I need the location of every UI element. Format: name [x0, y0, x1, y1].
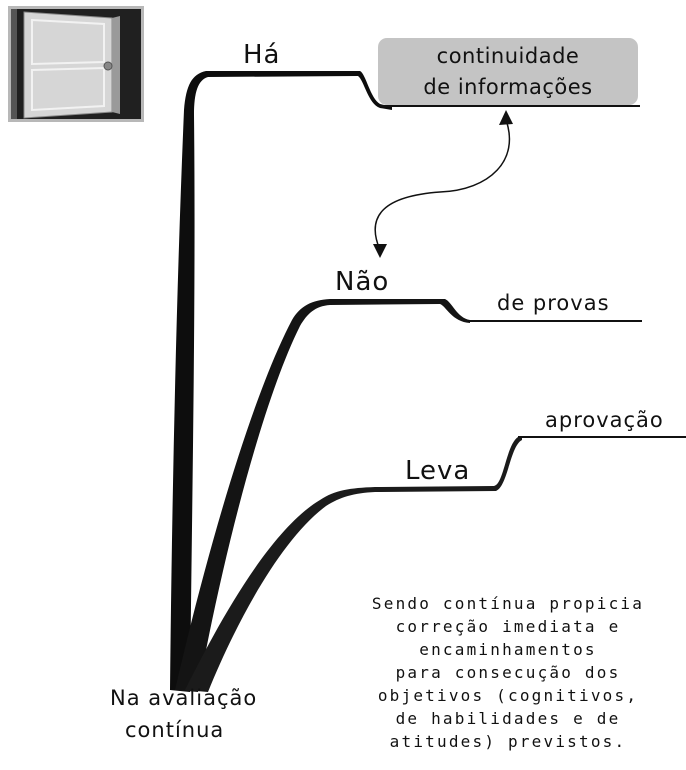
top-branch-line2: de informações: [423, 74, 593, 99]
branch-middle-word: Não: [335, 267, 390, 297]
note-line: objetivos (cognitivos,: [377, 686, 639, 705]
note-line: atitudes) previstos.: [389, 732, 627, 751]
door-icon: [8, 6, 144, 122]
note-line: para consecução dos: [395, 663, 621, 682]
note-line: de habilidades e de: [395, 709, 621, 728]
root-label-line2: contínua: [125, 718, 225, 742]
connector-arrow-curve: [374, 119, 511, 251]
branch-bottom-word: Leva: [405, 456, 471, 486]
top-branch-textbox: continuidade de informações: [378, 38, 638, 105]
branch-top-stroke: [170, 71, 392, 692]
branch-top-word: Há: [243, 40, 281, 70]
arrowhead-down-icon: [373, 244, 387, 258]
branch-bottom-text: aprovação: [545, 408, 664, 432]
root-label-line1: Na avaliação: [110, 686, 258, 710]
top-branch-line1: continuidade: [436, 43, 580, 68]
note-line: encaminhamentos: [419, 640, 597, 659]
explanatory-note: Sendo contínua propicia correção imediat…: [358, 592, 658, 753]
arrowhead-up-icon: [499, 110, 513, 125]
branch-middle-text: de provas: [497, 291, 610, 315]
note-line: Sendo contínua propicia: [371, 594, 645, 613]
branch-bottom-stroke: [185, 437, 522, 692]
note-line: correção imediata e: [395, 617, 621, 636]
